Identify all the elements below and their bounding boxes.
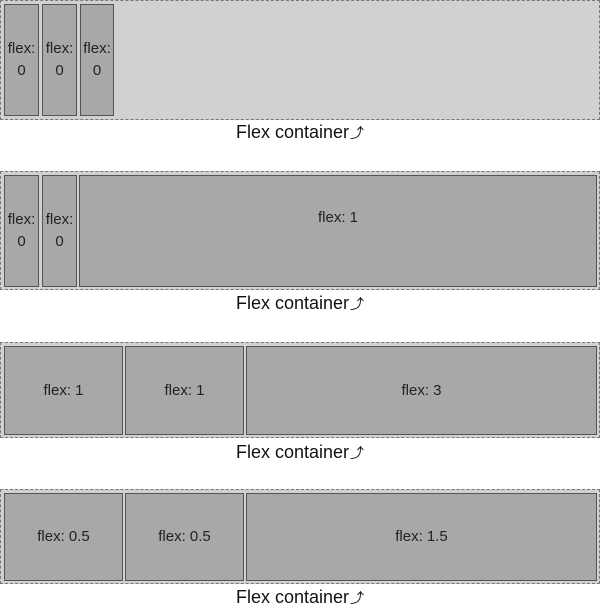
flex-item-label: flex: 0: [7, 40, 36, 79]
flex-container: flex: 0 flex: 0 flex: 1: [0, 171, 600, 290]
flex-item-label: flex: 0.5: [37, 528, 90, 545]
caption-text: Flex container: [235, 442, 350, 462]
flex-item-label: flex: 3: [401, 381, 442, 399]
container-caption: Flex container⤴: [0, 122, 600, 143]
flex-item: flex: 0: [4, 175, 39, 287]
container-caption: Flex container⤴: [0, 587, 600, 608]
flex-item: flex: 1: [4, 346, 123, 435]
flex-item: flex: 3: [246, 346, 597, 435]
caption-text: Flex container: [235, 293, 350, 313]
flex-example-1: flex: 0 flex: 0 flex: 0 Flex container⤴: [0, 0, 600, 150]
container-caption: Flex container⤴: [0, 442, 600, 463]
flex-item: flex: 0.5: [125, 493, 244, 581]
flex-example-2: flex: 0 flex: 0 flex: 1 Flex container⤴: [0, 171, 600, 321]
flex-item: flex: 1: [125, 346, 244, 435]
flex-item-label: flex: 1: [43, 381, 84, 399]
flex-container: flex: 1 flex: 1 flex: 3: [0, 342, 600, 438]
flex-item-label: flex: 0: [83, 40, 111, 79]
flex-container: flex: 0.5 flex: 0.5 flex: 1.5: [0, 489, 600, 584]
caption-text: Flex container: [235, 122, 350, 142]
flex-item-label: flex: 0: [45, 40, 74, 79]
flex-item: flex: 0: [80, 4, 114, 116]
flex-item-label: flex: 0: [7, 211, 36, 250]
flex-container: flex: 0 flex: 0 flex: 0: [0, 0, 600, 120]
caption-text: Flex container: [235, 587, 350, 607]
flex-item-label: flex: 1: [164, 381, 205, 399]
flex-item: flex: 0.5: [4, 493, 123, 581]
flex-example-3: flex: 1 flex: 1 flex: 3 Flex container⤴: [0, 342, 600, 472]
flex-item-label: flex: 0.5: [158, 528, 211, 545]
flex-item: flex: 0: [42, 4, 77, 116]
flex-item: flex: 1.5: [246, 493, 597, 581]
flex-item-label: flex: 1.5: [395, 528, 448, 545]
curved-arrow-icon: ⤴: [350, 590, 365, 606]
curved-arrow-icon: ⤴: [350, 445, 365, 461]
curved-arrow-icon: ⤴: [350, 125, 365, 141]
flex-item-label: flex: 1: [317, 209, 359, 226]
flex-item: flex: 1: [79, 175, 597, 287]
container-caption: Flex container⤴: [0, 293, 600, 314]
flex-item-label: flex: 0: [45, 211, 74, 250]
flex-item: flex: 0: [4, 4, 39, 116]
curved-arrow-icon: ⤴: [350, 296, 365, 312]
flex-item: flex: 0: [42, 175, 77, 287]
flex-example-4: flex: 0.5 flex: 0.5 flex: 1.5 Flex conta…: [0, 489, 600, 608]
